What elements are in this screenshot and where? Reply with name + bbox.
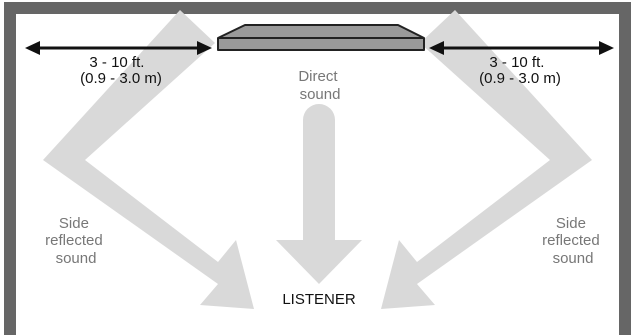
left-reflection-label: Side reflected sound [45,215,107,267]
direct-sound-arrow [276,104,362,284]
left-dimension-arrowhead-right [197,41,212,55]
left-reflection-arrow [43,10,254,309]
right-reflection-label: Side reflected sound [542,215,604,267]
left-reflection-line2: reflected [45,232,103,249]
right-distance-line1: 3 - 10 ft. [489,54,544,71]
room-walls [4,2,631,335]
left-distance-label: 3 - 10 ft. (0.9 - 3.0 m) [80,54,162,87]
right-reflection-line3: sound [553,250,594,267]
right-reflection-line1: Side [556,215,586,232]
right-reflection-line2: reflected [542,232,600,249]
left-reflection-line3: sound [56,250,97,267]
listener-label: LISTENER [282,291,356,308]
right-distance-label: 3 - 10 ft. (0.9 - 3.0 m) [479,54,561,87]
direct-sound-line1: Direct [298,68,338,85]
right-dimension-arrowhead-left [429,41,444,55]
direct-sound-label: Direct sound [298,68,341,103]
left-distance-line1: 3 - 10 ft. [89,54,144,71]
left-reflection-line1: Side [59,215,89,232]
direct-sound-line2: sound [300,86,341,103]
right-distance-line2: (0.9 - 3.0 m) [479,70,561,87]
right-dimension-arrowhead-right [599,41,614,55]
right-reflection-arrow [381,10,592,309]
left-dimension-arrowhead-left [25,41,40,55]
left-distance-line2: (0.9 - 3.0 m) [80,70,162,87]
